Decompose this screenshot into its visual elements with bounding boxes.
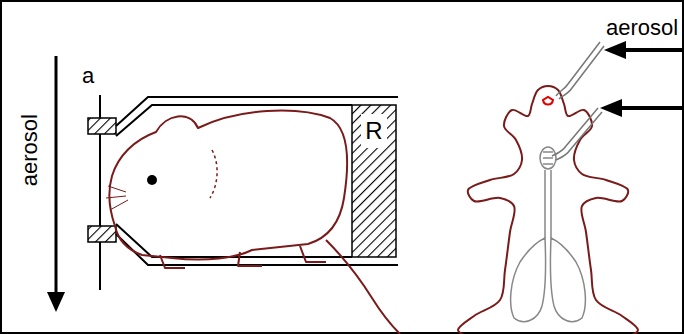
- airway-lungs: [511, 147, 586, 322]
- flow-arrow: [600, 41, 682, 117]
- part-letter: R: [365, 118, 382, 144]
- mouse-eye: [147, 175, 157, 185]
- flow-label: aerosol: [606, 16, 678, 40]
- mouse-outline: [458, 86, 638, 334]
- flow-label: aerosol: [18, 114, 42, 186]
- plug-label-box: R: [361, 114, 386, 148]
- restraint-tube: [116, 97, 398, 265]
- panel-letter: a: [82, 64, 94, 88]
- nozzle-block: [88, 226, 116, 242]
- nostril-mark: [543, 97, 553, 105]
- nozzle-block: [88, 118, 116, 134]
- delivery-tubes: [552, 42, 604, 160]
- flow-arrow: [47, 56, 65, 312]
- restrainer-plug: [352, 105, 396, 257]
- mouse-ventral-view: [458, 86, 638, 334]
- mouse-side-view: [106, 111, 400, 334]
